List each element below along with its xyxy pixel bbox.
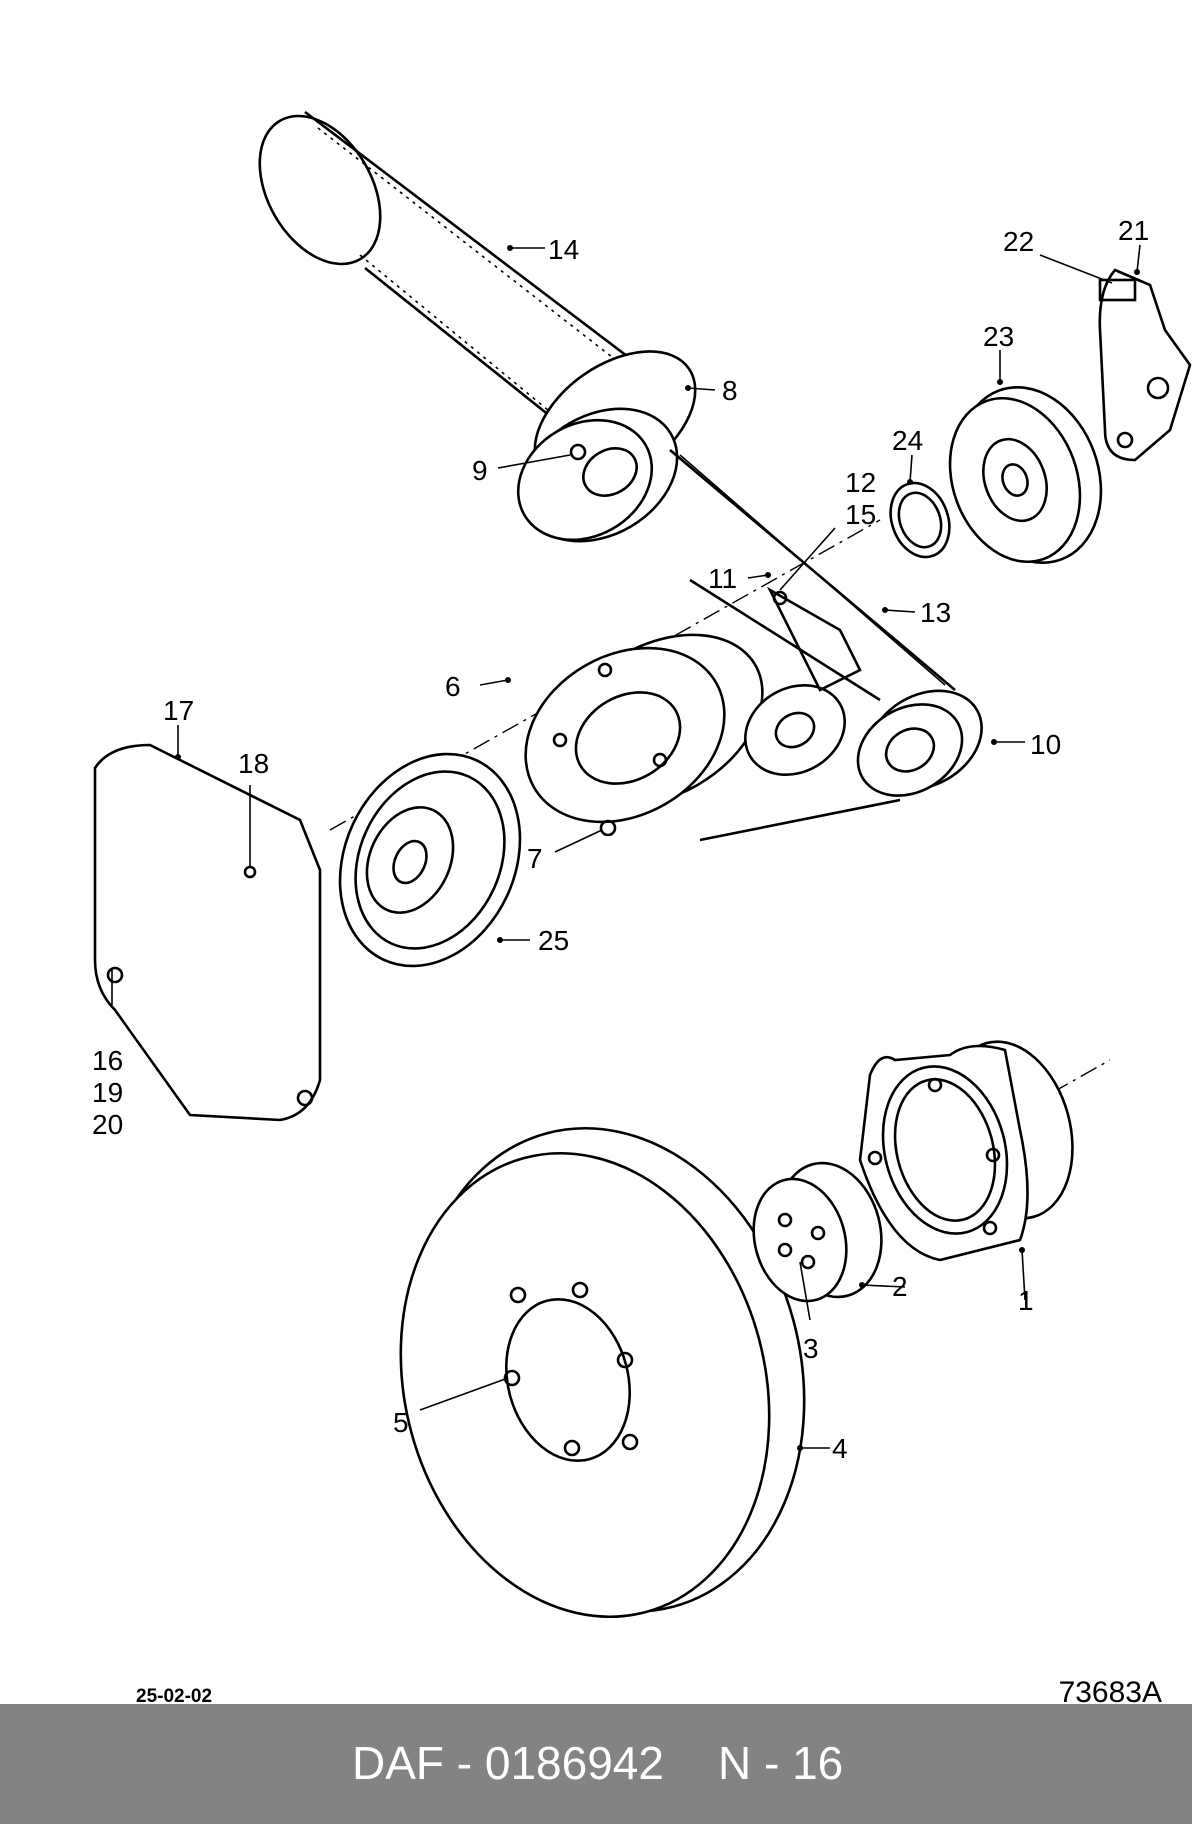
label-23: 23 [983, 321, 1014, 352]
label-20: 20 [92, 1109, 123, 1140]
hub-flange [858, 1040, 1074, 1262]
label-1: 1 [1018, 1285, 1034, 1316]
tensioner-bracket [1098, 268, 1192, 462]
drawing-number: 73683A [1058, 1676, 1162, 1709]
idler-roller [948, 385, 1103, 565]
label-14: 14 [548, 234, 579, 265]
label-4: 4 [832, 1433, 848, 1464]
spacer-ring [752, 1161, 883, 1303]
label-19: 19 [92, 1077, 123, 1108]
label-11: 11 [708, 563, 737, 594]
label-6: 6 [445, 671, 461, 702]
footer-bar [0, 1704, 1192, 1824]
idler-pulleys [744, 586, 983, 797]
label-10: 10 [1030, 729, 1061, 760]
label-8: 8 [722, 375, 738, 406]
footer-reference: DAF - 0186942 [352, 1737, 664, 1789]
label-3: 3 [803, 1333, 819, 1364]
label-16: 16 [92, 1045, 123, 1076]
flywheel [399, 1126, 806, 1619]
exploded-parts-diagram: 1 2 3 4 5 6 7 8 9 10 11 12 13 14 15 16 1… [92, 110, 1192, 1619]
seal-ring [889, 481, 951, 559]
label-24: 24 [892, 425, 923, 456]
label-12: 12 [845, 467, 876, 498]
label-5: 5 [393, 1407, 409, 1438]
label-7: 7 [527, 843, 543, 874]
label-17: 17 [163, 695, 194, 726]
label-2: 2 [892, 1271, 908, 1302]
label-18: 18 [238, 748, 269, 779]
cover-plate [93, 743, 322, 1122]
seal-ring-inner [897, 491, 943, 549]
crank-pulley [524, 633, 764, 837]
label-9: 9 [472, 455, 488, 486]
drawing-date: 25-02-02 [136, 1686, 213, 1707]
label-25: 25 [538, 925, 569, 956]
label-22: 22 [1003, 226, 1034, 257]
toothed-belt [258, 110, 686, 442]
leader-lines [111, 244, 1141, 1451]
poly-v-belt [669, 449, 956, 842]
pulley-upper [516, 350, 697, 543]
vibration-damper [338, 752, 522, 968]
label-15: 15 [845, 499, 876, 530]
label-21: 21 [1118, 215, 1149, 246]
label-13: 13 [920, 597, 951, 628]
footer-page: N - 16 [718, 1737, 844, 1789]
